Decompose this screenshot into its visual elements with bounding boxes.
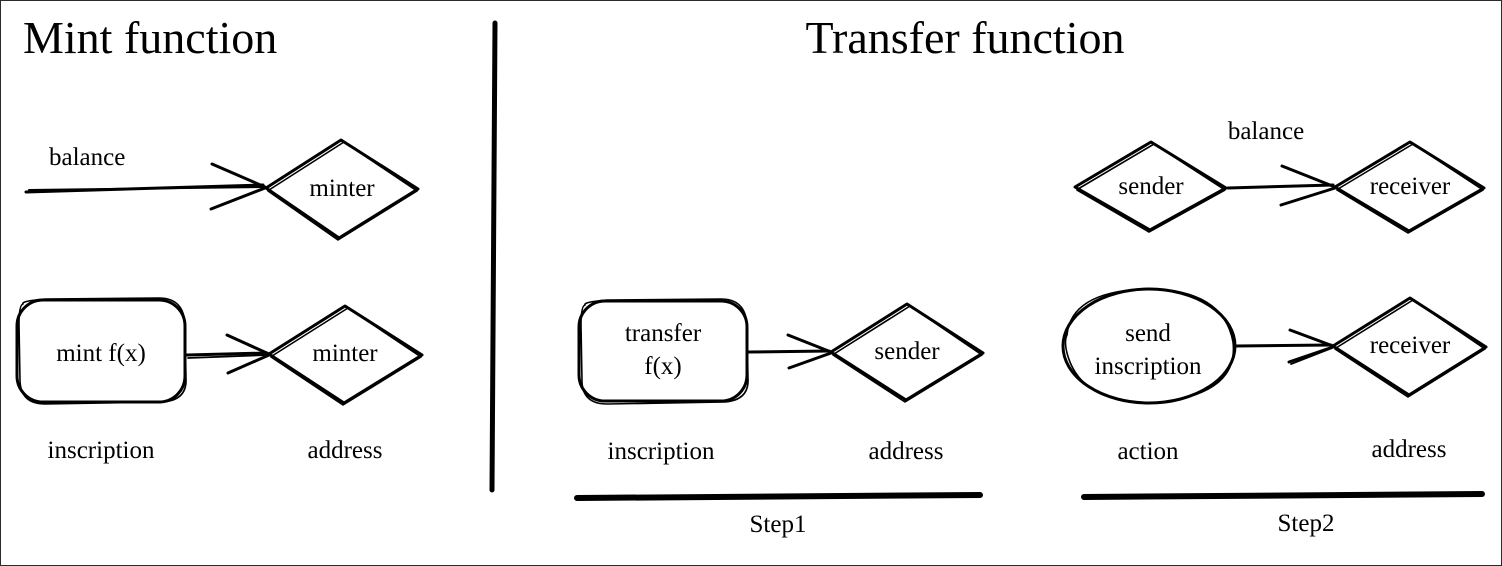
receiver-diamond-top-sketch bbox=[1336, 143, 1484, 234]
mint-arrow-head-upper bbox=[225, 333, 271, 356]
send-arrow-head-upper bbox=[1288, 328, 1335, 348]
sender-label-top: sender bbox=[1118, 173, 1184, 200]
step1-caption-address: address bbox=[868, 438, 944, 465]
mint-balance-edge-label: balance bbox=[49, 144, 126, 171]
receiver-label-step2: receiver bbox=[1369, 332, 1451, 359]
send-inscription-label-line1: send bbox=[1125, 320, 1171, 347]
transfer-arrow-head-lower bbox=[787, 351, 833, 370]
transfer-fx-label-line2: f(x) bbox=[644, 353, 682, 380]
mint-arrow-head-lower bbox=[226, 353, 271, 375]
receiver-diamond-step2 bbox=[1331, 296, 1488, 397]
mint-fx-label: mint f(x) bbox=[56, 340, 146, 367]
send-arrow-head-lower bbox=[1287, 345, 1335, 364]
minter-diamond-top bbox=[264, 138, 420, 240]
sender-label-step1: sender bbox=[874, 338, 940, 365]
mint-arrow-shaft-2 bbox=[187, 354, 267, 359]
step1-rule bbox=[574, 492, 983, 501]
step2-caption-action: action bbox=[1117, 438, 1179, 465]
balance-arrow-shaft-2 bbox=[28, 186, 263, 191]
transfer-panel-title: Transfer function bbox=[805, 12, 1125, 63]
transfer-arrow-shaft bbox=[747, 349, 831, 354]
mint-fx-box-sketch bbox=[18, 297, 187, 405]
balance-arrow-2-head-lower bbox=[1279, 186, 1337, 207]
step1-label: Step1 bbox=[749, 511, 807, 538]
transfer-fx-label-line1: transfer bbox=[624, 320, 702, 347]
receiver-label-top: receiver bbox=[1369, 173, 1451, 200]
mint-arrow-shaft bbox=[185, 351, 269, 357]
minter-label-bottom: minter bbox=[312, 340, 378, 367]
sender-diamond-top-sketch bbox=[1076, 143, 1226, 233]
balance-arrow-2-head-upper bbox=[1280, 164, 1337, 189]
balance-arrow-head-lower bbox=[209, 186, 267, 211]
minter-label-top: minter bbox=[309, 175, 375, 202]
step2-label: Step2 bbox=[1277, 510, 1335, 537]
minter-diamond-top-sketch bbox=[267, 141, 418, 241]
sender-diamond-step1-sketch bbox=[832, 305, 983, 403]
send-arrow-shaft bbox=[1234, 343, 1333, 348]
receiver-diamond-step2-sketch bbox=[1334, 299, 1486, 398]
step2-rule bbox=[1081, 491, 1485, 500]
sender-diamond-step1 bbox=[829, 302, 985, 402]
minter-diamond-bottom-sketch bbox=[270, 307, 422, 406]
receiver-diamond-top bbox=[1333, 140, 1486, 233]
mint-panel-title: Mint function bbox=[23, 12, 278, 63]
sender-diamond-top bbox=[1073, 140, 1228, 232]
step2-caption-address: address bbox=[1371, 436, 1447, 463]
balance-arrow-2-shaft bbox=[1226, 183, 1335, 190]
mint-caption-address: address bbox=[307, 437, 383, 464]
send-inscription-ellipse-sketch bbox=[1064, 288, 1235, 404]
transfer-arrow-head-upper bbox=[786, 333, 833, 354]
panel-divider bbox=[489, 20, 498, 493]
transfer-fx-box bbox=[577, 299, 749, 403]
minter-diamond-bottom bbox=[267, 304, 424, 405]
step1-caption-inscription: inscription bbox=[607, 438, 715, 465]
send-inscription-label-line2: inscription bbox=[1094, 353, 1202, 380]
transfer-balance-edge-label: balance bbox=[1227, 118, 1305, 145]
balance-arrow-head-upper bbox=[210, 162, 267, 189]
mint-caption-inscription: inscription bbox=[47, 437, 155, 464]
transfer-fx-box-sketch bbox=[580, 298, 749, 405]
send-arrow-head-lower-2 bbox=[1290, 347, 1333, 365]
